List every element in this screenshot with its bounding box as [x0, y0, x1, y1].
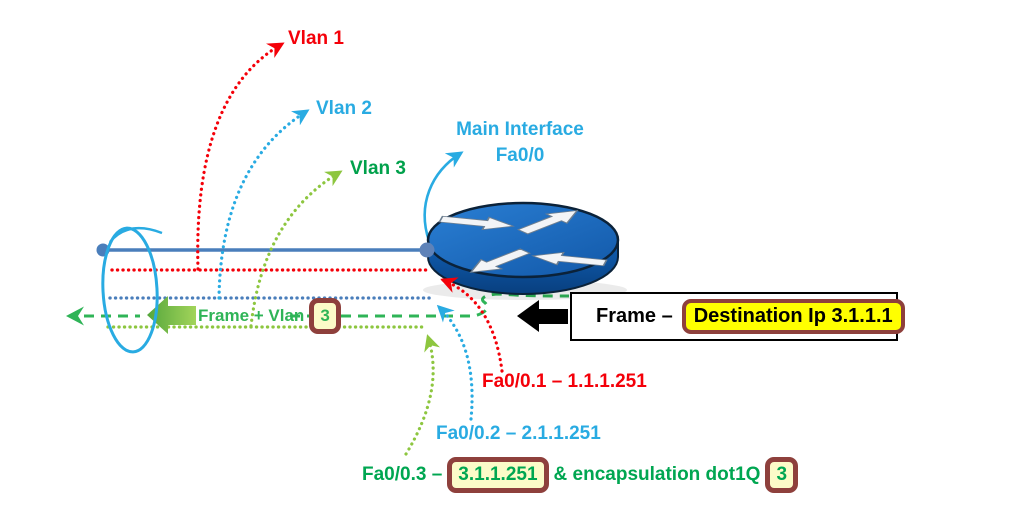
- trunk-frame-vlan-tag: 3: [320, 306, 330, 325]
- subinterface3-ip: 3.1.1.251: [458, 464, 538, 485]
- subinterface3-prefix: Fa0/0.3 –: [362, 464, 443, 485]
- trunk-bundle-ellipse-stroke: [109, 226, 163, 243]
- router-port-dot: [419, 242, 435, 258]
- router-top: [426, 201, 620, 279]
- trunk-frame-label: Frame + Vlan 3: [198, 293, 341, 339]
- router-arrows-icon: [438, 210, 608, 273]
- vlan3-label: Vlan 3: [350, 158, 406, 179]
- vlan1-arrow-curve: [196, 42, 285, 271]
- trunk-bundle-ellipse: [101, 226, 159, 354]
- subif3-arrow-curve: [404, 334, 441, 456]
- subinterface3-label: Fa0/0.3 – 3.1.1.251 & encapsulation dot1…: [362, 456, 799, 494]
- subinterface3-vlan-tag-box: 3: [765, 457, 799, 493]
- vlan3-arrow-curve: [249, 170, 343, 328]
- frame-direction-block-arrow-icon: [147, 296, 196, 334]
- router-icon: [419, 201, 627, 300]
- subif2-arrow-curve: [436, 304, 474, 421]
- incoming-frame-label: Frame –: [596, 305, 673, 327]
- subinterface1-label: Fa0/0.1 – 1.1.1.251: [482, 371, 647, 392]
- subinterface2-label: Fa0/0.2 – 2.1.1.251: [436, 423, 601, 444]
- frame-dashed-path-right: [290, 292, 570, 318]
- main-interface-arrow-curve: [423, 151, 464, 242]
- frame-dashed-left-arrowhead-icon: [66, 306, 84, 326]
- trunk-frame-vlan-tag-box: 3: [309, 298, 341, 334]
- main-interface-label: Main Interface Fa0/0: [430, 117, 610, 169]
- vlan2-label: Vlan 2: [316, 98, 372, 119]
- incoming-frame-arrow-icon: [517, 300, 568, 332]
- subinterface3-ip-box: 3.1.1.251: [447, 457, 549, 493]
- main-interface-name: Main Interface: [456, 119, 584, 140]
- incoming-frame-destination-highlight: Destination Ip 3.1.1.1: [681, 299, 905, 334]
- subinterface3-vlan-tag: 3: [776, 464, 788, 485]
- incoming-frame-destination: Destination Ip 3.1.1.1: [693, 305, 893, 327]
- trunk-frame-text: Frame + Vlan: [198, 306, 305, 325]
- subinterface3-encapsulation: & encapsulation dot1Q: [553, 464, 761, 485]
- vlan1-label: Vlan 1: [288, 28, 344, 49]
- subif1-arrow-curve: [440, 277, 504, 373]
- incoming-frame-box: Frame – Destination Ip 3.1.1.1: [570, 292, 905, 341]
- main-interface-port: Fa0/0: [495, 145, 545, 166]
